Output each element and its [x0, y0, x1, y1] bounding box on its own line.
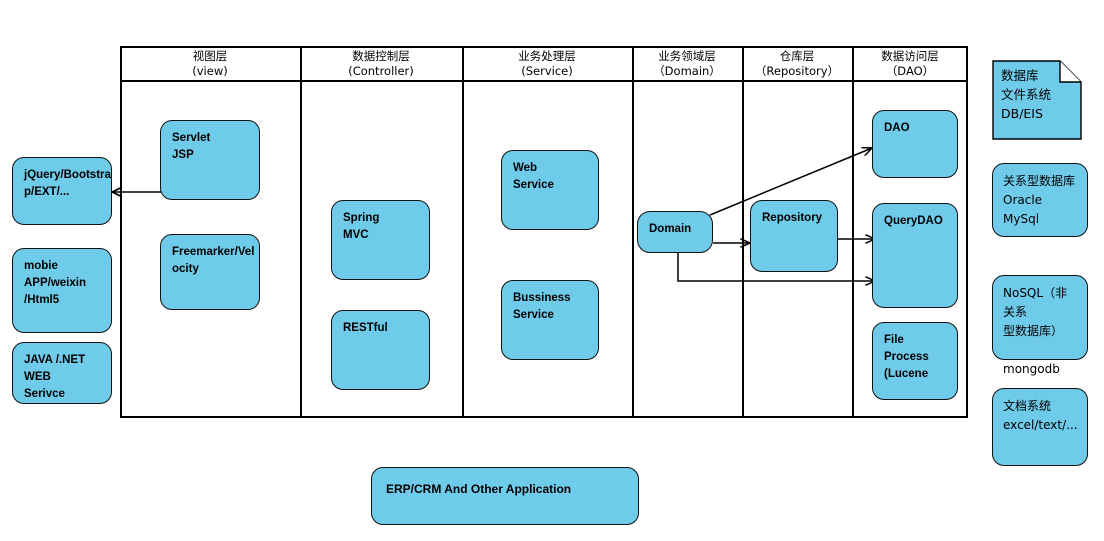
- header-separator: [120, 80, 968, 82]
- service-box-web-service[interactable]: Web Service: [501, 150, 599, 230]
- column-divider-1: [300, 46, 302, 418]
- column-divider-5: [852, 46, 854, 418]
- store-note-database-label: 数据库 文件系统 DB/EIS: [1001, 68, 1052, 121]
- note-folded-corner-icon: [992, 60, 1082, 140]
- column-header-cn: 仓库层: [779, 49, 815, 63]
- client-box-java-net[interactable]: JAVA /.NET WEB Serivce: [12, 342, 112, 404]
- column-divider-4: [742, 46, 744, 418]
- service-box-bussiness-service[interactable]: Bussiness Service: [501, 280, 599, 360]
- dao-box-querydao[interactable]: QueryDAO: [872, 203, 958, 308]
- layer-grid: [120, 46, 968, 418]
- column-header-en: （Repository）: [754, 64, 840, 78]
- controller-box-spring-mvc[interactable]: Spring MVC: [331, 200, 430, 280]
- domain-box-domain[interactable]: Domain: [637, 211, 713, 253]
- bottom-box-erp-crm[interactable]: ERP/CRM And Other Application: [371, 467, 639, 525]
- column-header-cn: 业务领域层: [658, 49, 716, 63]
- client-box-jquery[interactable]: jQuery/Bootstra p/EXT/...: [12, 157, 112, 225]
- dao-box-dao[interactable]: DAO: [872, 110, 958, 178]
- store-box-document-system[interactable]: 文档系统 excel/text/...: [992, 388, 1088, 466]
- view-box-servlet-jsp[interactable]: Servlet JSP: [160, 120, 260, 200]
- store-box-nosql[interactable]: NoSQL（非关系 型数据库） mongodb: [992, 275, 1088, 376]
- column-divider-2: [462, 46, 464, 418]
- store-box-rdbms[interactable]: 关系型数据库 Oracle MySql: [992, 163, 1088, 237]
- column-header-cn: 数据访问层: [881, 49, 939, 63]
- column-header-cn: 数据控制层: [352, 49, 410, 63]
- client-box-mobile[interactable]: mobie APP/weixin /Html5: [12, 248, 112, 333]
- column-header-view: 视图层 (view): [120, 48, 300, 80]
- store-note-database[interactable]: 数据库 文件系统 DB/EIS: [992, 60, 1082, 140]
- dao-box-file-process[interactable]: File Process (Lucene: [872, 322, 958, 400]
- controller-box-restful[interactable]: RESTful: [331, 310, 430, 390]
- column-header-en: (view): [192, 64, 228, 78]
- repository-box-repository[interactable]: Repository: [750, 200, 838, 272]
- column-header-service: 业务处理层 (Service): [462, 48, 632, 80]
- column-header-repository: 仓库层 （Repository）: [742, 48, 852, 80]
- column-divider-3: [632, 46, 634, 418]
- column-header-en: (Service): [521, 64, 573, 78]
- column-header-domain: 业务领域层 （Domain）: [632, 48, 742, 80]
- column-header-controller: 数据控制层 (Controller): [300, 48, 462, 80]
- view-box-freemarker-velocity[interactable]: Freemarker/Vel ocity: [160, 234, 260, 310]
- column-header-dao: 数据访问层 （DAO）: [852, 48, 968, 80]
- column-header-en: （DAO）: [885, 64, 935, 78]
- column-header-cn: 业务处理层: [518, 49, 576, 63]
- column-header-en: (Controller): [348, 64, 414, 78]
- column-header-cn: 视图层: [192, 49, 228, 63]
- column-header-en: （Domain）: [653, 64, 721, 78]
